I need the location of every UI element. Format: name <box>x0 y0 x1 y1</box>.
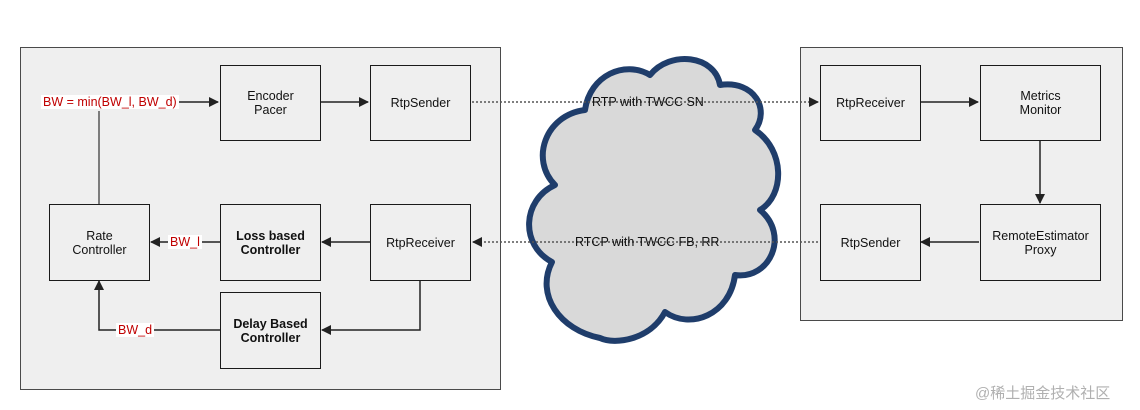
feedback-link-label: RTCP with TWCC FB, RR <box>575 235 720 249</box>
receiver-rtp-sender-box: RtpSender <box>820 204 921 281</box>
network-cloud-icon <box>526 56 782 344</box>
bw-d-label: BW_d <box>116 323 155 337</box>
bw-formula-label: BW = min(BW_l, BW_d) <box>41 95 179 109</box>
receiver-rtp-receiver-box: RtpReceiver <box>820 65 921 141</box>
rtp-sender-box: RtpSender <box>370 65 471 141</box>
rate-controller-box: Rate Controller <box>49 204 150 281</box>
forward-link-label: RTP with TWCC SN <box>592 95 704 109</box>
rtp-receiver-box: RtpReceiver <box>370 204 471 281</box>
encoder-pacer-box: Encoder Pacer <box>220 65 321 141</box>
arrow-delay-to-rate <box>94 280 220 331</box>
remote-estimator-box: RemoteEstimator Proxy <box>980 204 1101 281</box>
delay-controller-box: Delay Based Controller <box>220 292 321 369</box>
watermark: @稀土掘金技术社区 <box>975 385 1111 402</box>
bw-l-label: BW_l <box>168 235 202 249</box>
metrics-monitor-box: Metrics Monitor <box>980 65 1101 141</box>
loss-controller-box: Loss based Controller <box>220 204 321 281</box>
arrow-rtpreceiver-to-delay <box>321 281 421 335</box>
